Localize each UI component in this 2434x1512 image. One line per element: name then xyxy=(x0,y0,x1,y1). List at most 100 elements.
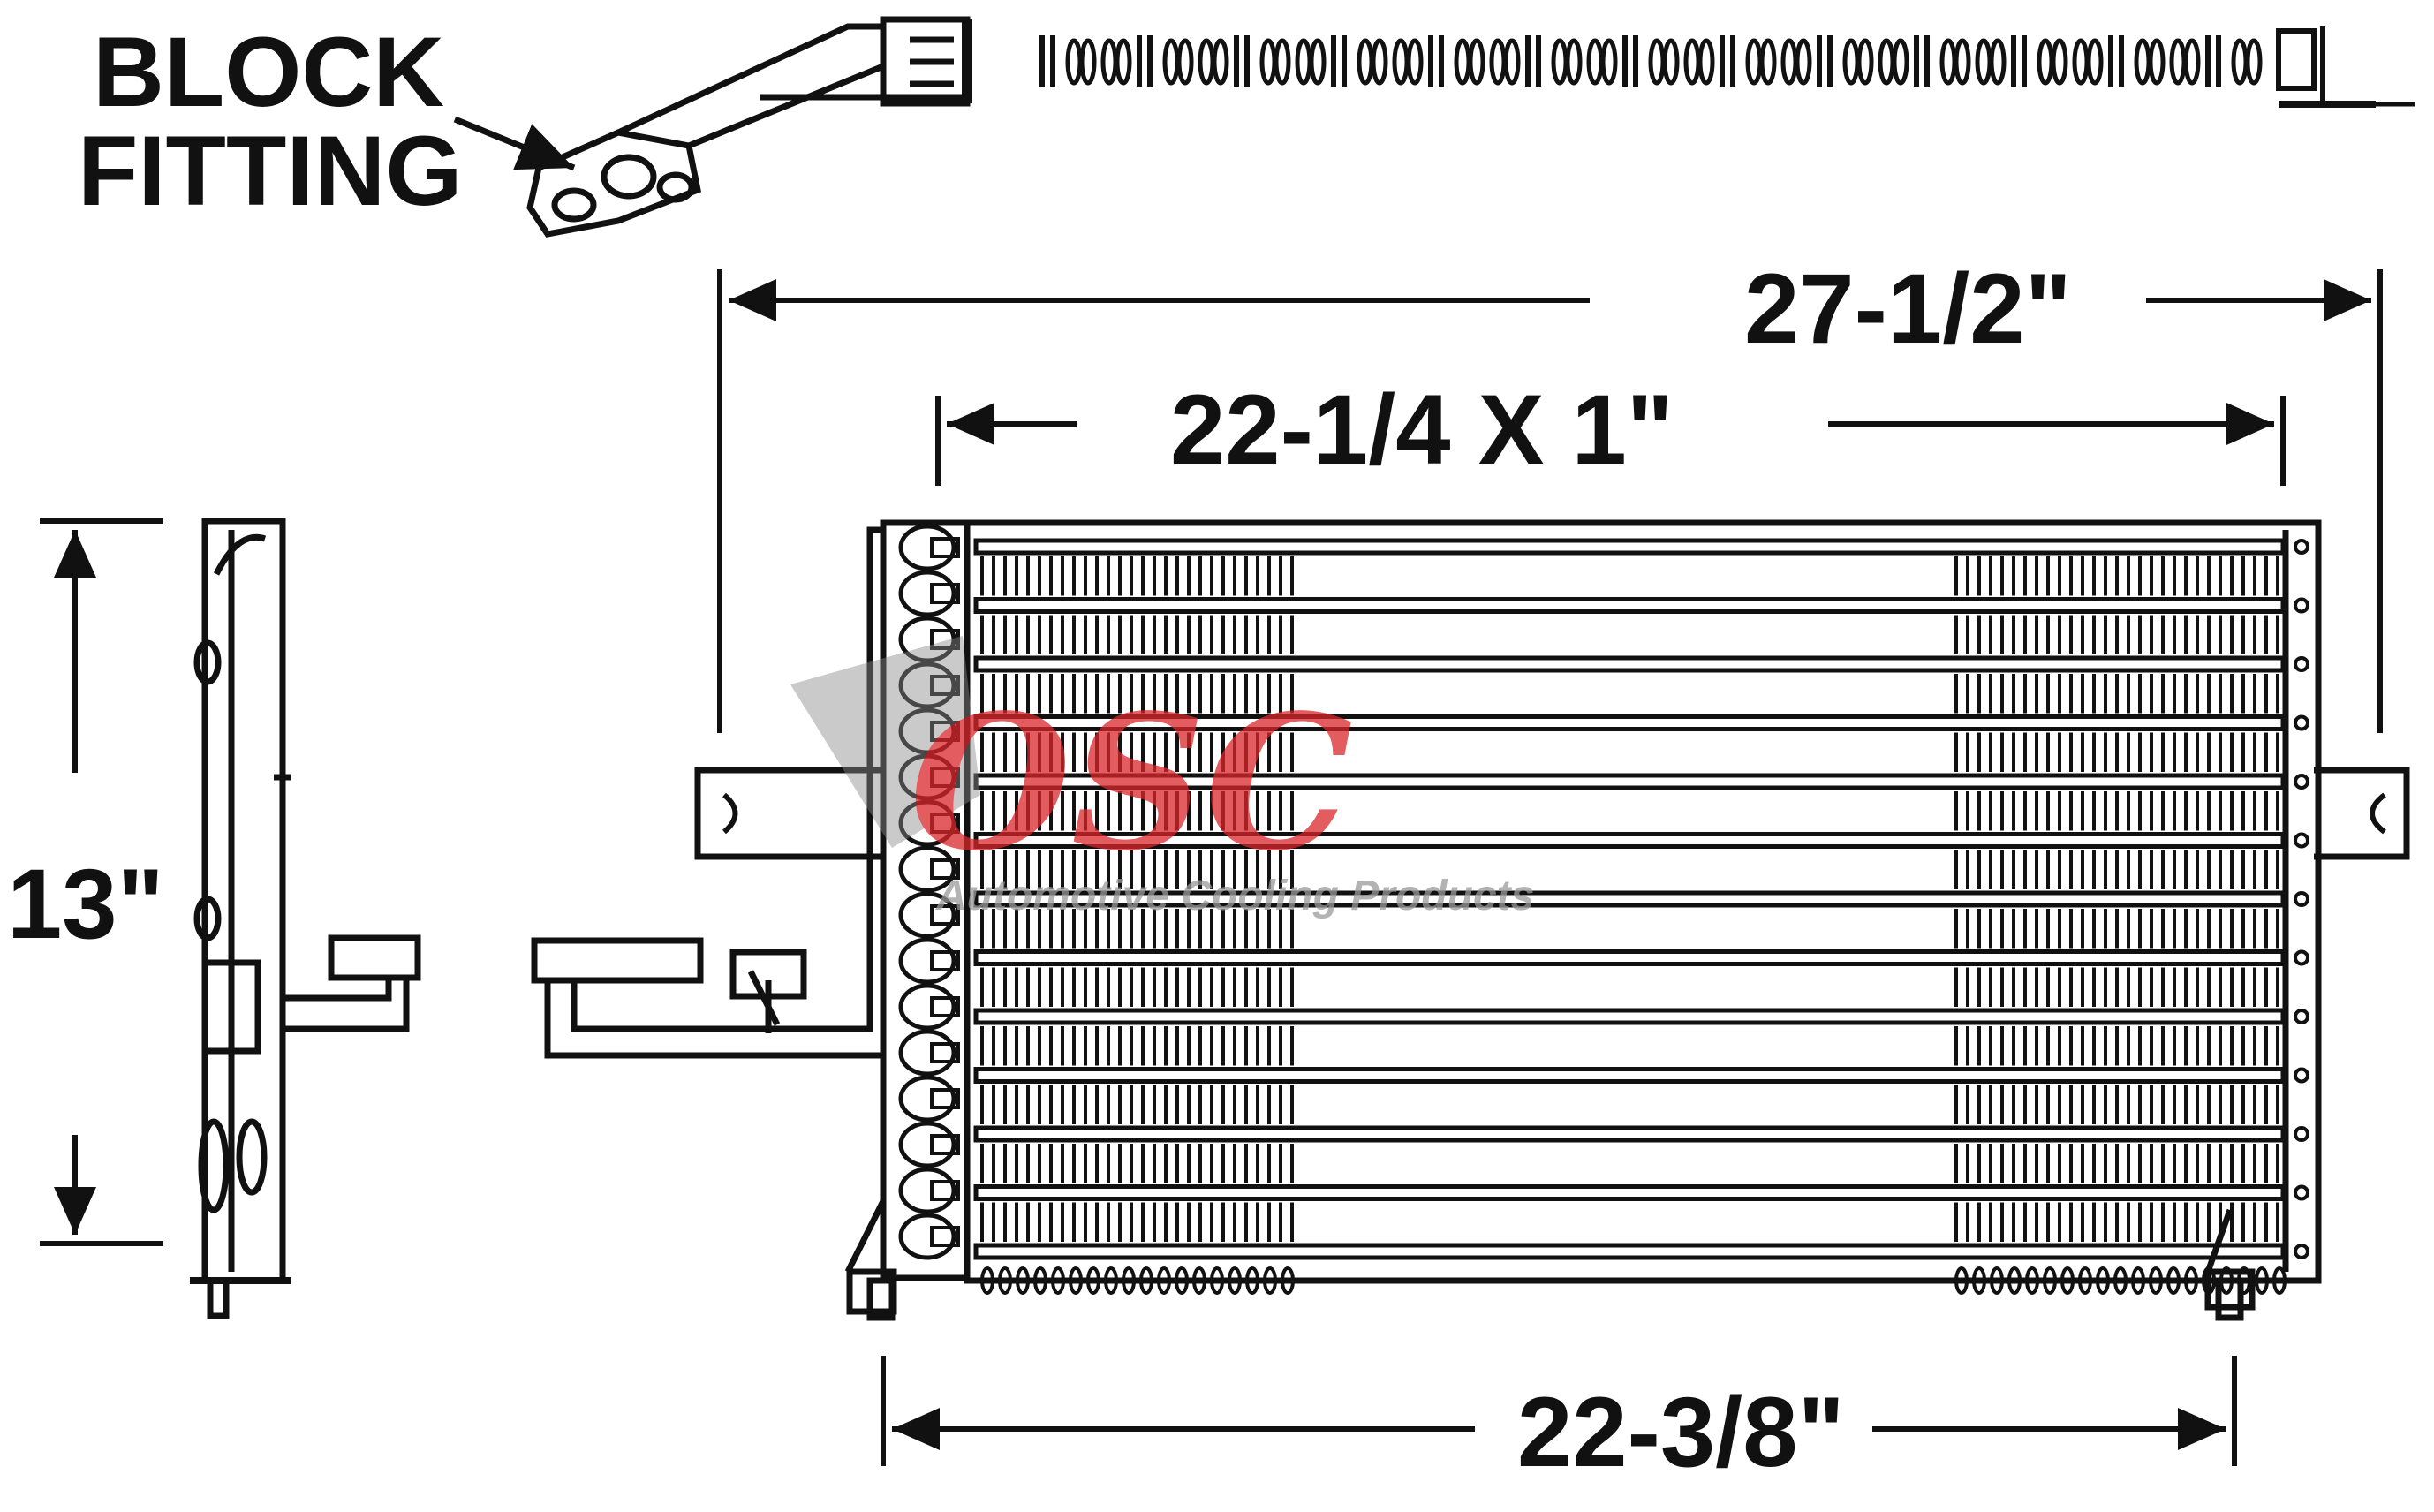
fin xyxy=(2113,1266,2128,1295)
side-view xyxy=(190,518,421,1319)
header-coil xyxy=(930,1042,960,1063)
top-fin xyxy=(1274,38,1291,86)
top-fin xyxy=(2148,38,2166,86)
fin xyxy=(2272,1266,2287,1295)
top-fin xyxy=(1795,38,1812,86)
header-coil xyxy=(898,753,956,801)
fin xyxy=(1069,1266,1083,1295)
header-peg xyxy=(2294,774,2309,790)
dimension-overall-width: 27-1/2" xyxy=(717,253,2383,733)
block-label-line1: BLOCK xyxy=(93,17,444,127)
top-fin xyxy=(1212,38,1229,86)
header-coil xyxy=(930,1134,960,1155)
block-fitting-part xyxy=(453,16,972,238)
left-bracket xyxy=(694,767,883,860)
fin xyxy=(1990,1266,2004,1295)
header-peg xyxy=(2294,1067,2309,1084)
top-fin xyxy=(1662,38,1680,86)
header-coil xyxy=(898,616,956,663)
header-coil xyxy=(898,1213,956,1260)
fin xyxy=(1263,1266,1277,1295)
bottom-width-text: 22-3/8" xyxy=(1517,1377,1845,1487)
header-coil xyxy=(930,950,960,971)
height-text: 13" xyxy=(7,849,164,959)
overall-width-text: 27-1/2" xyxy=(1744,253,2072,364)
header-coil xyxy=(898,1121,956,1168)
fin xyxy=(2025,1266,2039,1295)
top-fin xyxy=(1079,38,1097,86)
fin xyxy=(2166,1266,2181,1295)
header-coil xyxy=(930,629,960,650)
core-frame xyxy=(964,519,2322,1284)
header-peg xyxy=(2294,539,2309,555)
header-coil xyxy=(930,813,960,834)
header-coil xyxy=(898,662,956,709)
top-fin xyxy=(1989,38,2007,86)
fin xyxy=(998,1266,1012,1295)
fin xyxy=(2078,1266,2092,1295)
fin xyxy=(1228,1266,1242,1295)
header-coil xyxy=(898,524,956,571)
condenser-tube xyxy=(973,1184,2286,1201)
top-fin xyxy=(2051,38,2068,86)
header-peg xyxy=(2294,1184,2309,1201)
top-fin xyxy=(1115,38,1132,86)
header-peg xyxy=(2294,597,2309,614)
osc-logo: OSC xyxy=(910,674,1353,892)
top-fin xyxy=(1856,38,1874,86)
fin xyxy=(1972,1266,1986,1295)
top-fin xyxy=(2183,38,2201,86)
header-coil xyxy=(930,1180,960,1201)
top-fin xyxy=(1468,38,1485,86)
top-fin xyxy=(1371,38,1388,86)
fin xyxy=(1954,1266,1969,1295)
core-dimension-text: 22-1/4 X 1" xyxy=(1170,374,1674,485)
watermark: OSC Automotive Cooling Products xyxy=(790,636,1534,919)
fin xyxy=(1016,1266,1030,1295)
header-peg xyxy=(2294,656,2309,672)
right-bracket xyxy=(2314,767,2410,860)
flag-icon xyxy=(790,636,980,848)
top-fin xyxy=(1309,38,1327,86)
fin xyxy=(1175,1266,1189,1295)
fin xyxy=(2184,1266,2198,1295)
condenser-tube xyxy=(973,1243,2286,1260)
header-coil xyxy=(930,858,960,880)
header-peg xyxy=(2294,1244,2309,1259)
fin xyxy=(2131,1266,2145,1295)
header-peg xyxy=(2294,832,2309,849)
top-fin xyxy=(1954,38,1971,86)
condenser-tube xyxy=(973,949,2286,966)
top-fin xyxy=(1406,38,1424,86)
header-coil xyxy=(930,767,960,788)
top-fin xyxy=(2245,38,2263,86)
fin xyxy=(2043,1266,2057,1295)
condenser-tube xyxy=(973,538,2286,556)
fin xyxy=(1033,1266,1047,1295)
header-coil xyxy=(898,983,956,1031)
header-coil xyxy=(898,937,956,985)
fin xyxy=(2149,1266,2163,1295)
header-peg xyxy=(2294,949,2309,966)
fin xyxy=(1051,1266,1065,1295)
fin xyxy=(1122,1266,1136,1295)
fin xyxy=(1086,1266,1100,1295)
fin xyxy=(2007,1266,2022,1295)
header-coil xyxy=(898,891,956,939)
header-coil xyxy=(898,1029,956,1077)
fin xyxy=(980,1266,994,1295)
header-coil xyxy=(930,1088,960,1109)
top-fin xyxy=(1759,38,1777,86)
condenser-tube xyxy=(973,1125,2286,1143)
top-fin xyxy=(2086,38,2104,86)
dimension-height: 13" xyxy=(7,518,164,1246)
header-coil xyxy=(930,721,960,742)
fin xyxy=(1192,1266,1206,1295)
fin xyxy=(1245,1266,1259,1295)
header-coil xyxy=(930,996,960,1017)
header-coil xyxy=(898,1167,956,1214)
header-coil xyxy=(898,707,956,755)
header-coil xyxy=(930,1226,960,1247)
condenser-tube xyxy=(973,1008,2286,1025)
